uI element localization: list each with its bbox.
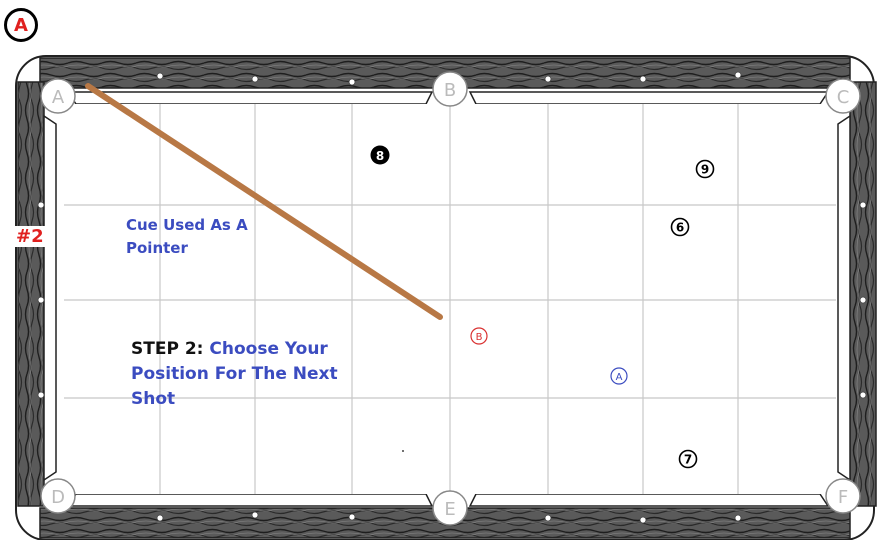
pocket-a: A [41, 79, 75, 113]
step-prefix: STEP 2: [131, 339, 209, 359]
ball-6-label: 6 [676, 221, 684, 235]
table-spot [402, 450, 404, 452]
pocket-c-label: C [837, 87, 850, 108]
position-marker-b-label: B [476, 332, 483, 343]
ball-8-label: 8 [376, 149, 384, 163]
position-marker-a: A [611, 368, 627, 384]
pocket-b-label: B [444, 80, 456, 101]
position-marker-b: B [471, 328, 487, 344]
step-instruction: STEP 2: Choose Your Position For The Nex… [131, 337, 361, 412]
pocket-d-label: D [51, 487, 65, 508]
figure-badge: A [4, 8, 38, 42]
pocket-f: F [826, 479, 860, 513]
pocket-e: E [433, 491, 467, 525]
pocket-b: B [433, 72, 467, 106]
ball-7-label: 7 [684, 453, 692, 467]
ball-9: 9 [697, 161, 714, 178]
pocket-f-label: F [838, 487, 848, 508]
pocket-a-label: A [52, 87, 65, 108]
pocket-c: C [826, 79, 860, 113]
ball-6: 6 [672, 219, 689, 236]
ball-9-label: 9 [701, 163, 709, 177]
pocket-d: D [41, 479, 75, 513]
ball-8: 8 [371, 146, 390, 165]
step-number-label: #2 [14, 226, 46, 247]
cue-caption: Cue Used As A Pointer [126, 214, 286, 260]
pocket-e-label: E [444, 499, 455, 520]
figure-badge-label: A [14, 15, 28, 36]
position-marker-a-label: A [616, 372, 623, 383]
ball-7: 7 [680, 451, 697, 468]
